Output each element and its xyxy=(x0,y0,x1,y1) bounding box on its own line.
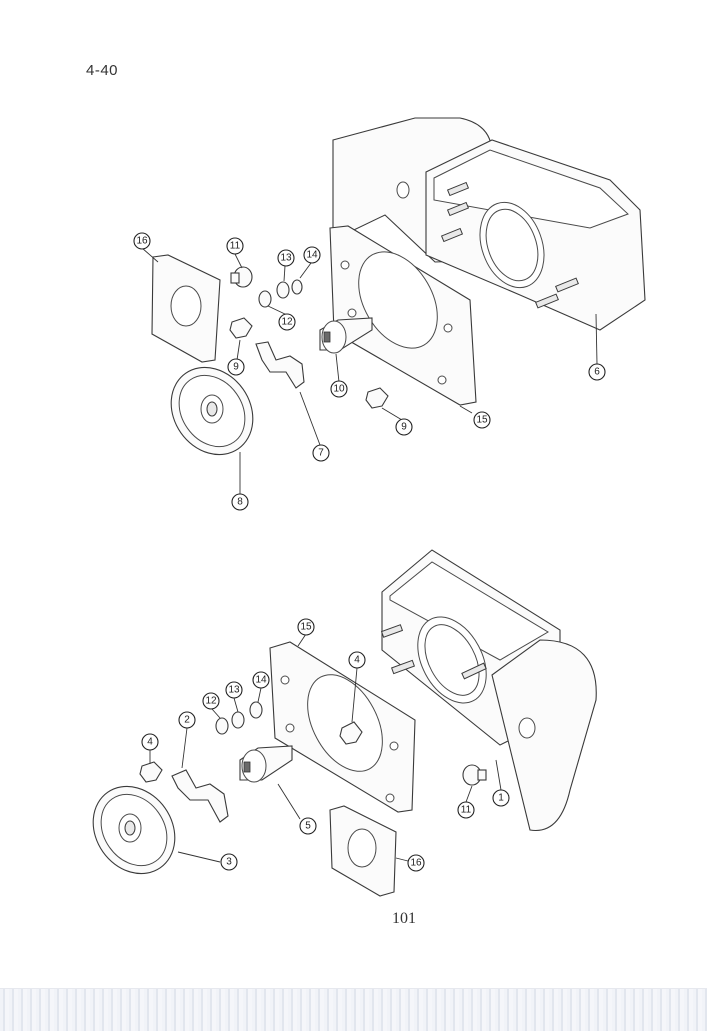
svg-text:4: 4 xyxy=(147,737,153,748)
svg-text:14: 14 xyxy=(255,675,267,686)
callout-16-lower: 16 xyxy=(407,854,425,872)
gasket-plate-upper xyxy=(329,225,477,406)
svg-text:15: 15 xyxy=(476,415,488,426)
leader-lines-upper xyxy=(141,247,598,494)
clip-9b-upper xyxy=(365,387,389,409)
clip-4b-lower xyxy=(139,761,163,783)
svg-text:12: 12 xyxy=(205,696,217,707)
bracket-spring-upper xyxy=(255,341,305,389)
upper-assembly: 16 11 13 14 12 9 10 15 6 7 8 9 xyxy=(133,117,646,511)
washer-12-lower xyxy=(215,717,229,735)
svg-text:5: 5 xyxy=(305,821,311,832)
callout-13-upper: 13 xyxy=(277,249,295,267)
callout-11-lower: 11 xyxy=(457,801,475,819)
callout-4b-lower: 4 xyxy=(141,733,159,751)
callout-6-upper: 6 xyxy=(588,363,606,381)
callout-15-upper: 15 xyxy=(473,411,491,429)
washer-14-upper xyxy=(291,279,303,295)
lower-assembly: 15 4 14 13 12 2 4 1 11 5 16 3 xyxy=(92,549,597,897)
svg-text:16: 16 xyxy=(410,858,422,869)
svg-text:12: 12 xyxy=(281,317,293,328)
callout-16-upper: 16 xyxy=(133,232,151,250)
bracket-spring-lower xyxy=(171,769,229,823)
svg-text:9: 9 xyxy=(233,362,239,373)
svg-text:1: 1 xyxy=(498,793,504,804)
svg-text:3: 3 xyxy=(226,857,232,868)
svg-text:9: 9 xyxy=(401,422,407,433)
svg-text:8: 8 xyxy=(237,497,243,508)
svg-text:16: 16 xyxy=(136,236,148,247)
leader-lines-lower xyxy=(149,633,502,863)
svg-text:10: 10 xyxy=(333,384,345,395)
lens-upper xyxy=(170,366,254,456)
callout-14-upper: 14 xyxy=(303,246,321,264)
callout-2-lower: 2 xyxy=(178,711,196,729)
section-label: 4-40 xyxy=(86,62,119,79)
callout-9b-upper: 9 xyxy=(395,418,413,436)
clip-9a-upper xyxy=(229,317,253,339)
callout-5-lower: 5 xyxy=(299,817,317,835)
svg-text:11: 11 xyxy=(461,805,472,816)
washer-13-upper xyxy=(276,281,290,299)
lamp-housing-upper xyxy=(332,117,646,331)
callout-3-lower: 3 xyxy=(220,853,238,871)
lens-lower xyxy=(92,785,176,875)
callout-7-upper: 7 xyxy=(312,444,330,462)
callout-15-lower: 15 xyxy=(297,618,315,636)
washer-12-upper xyxy=(258,290,272,308)
svg-text:13: 13 xyxy=(280,253,292,264)
bulb-socket-lower xyxy=(239,745,293,783)
svg-text:14: 14 xyxy=(306,250,318,261)
svg-text:4: 4 xyxy=(354,655,360,666)
callout-4a-lower: 4 xyxy=(348,651,366,669)
svg-text:2: 2 xyxy=(184,715,190,726)
bulb-socket-upper xyxy=(319,317,373,354)
gasket-plate-lower xyxy=(269,641,416,813)
washer-13-lower xyxy=(231,711,245,729)
callout-8-upper: 8 xyxy=(231,493,249,511)
callout-9a-upper: 9 xyxy=(227,358,245,376)
scan-edge-strip xyxy=(0,988,707,1031)
callout-14-lower: 14 xyxy=(252,671,270,689)
washer-14-lower xyxy=(249,701,263,719)
page-number: 101 xyxy=(392,910,416,927)
callout-12-upper: 12 xyxy=(278,313,296,331)
clip-4a-lower xyxy=(339,721,363,745)
svg-text:6: 6 xyxy=(594,367,600,378)
callout-1-lower: 1 xyxy=(492,789,510,807)
svg-text:11: 11 xyxy=(230,241,241,252)
callout-10-upper: 10 xyxy=(330,380,348,398)
bulb-upper xyxy=(230,266,253,288)
svg-text:13: 13 xyxy=(228,685,240,696)
callout-12-lower: 12 xyxy=(202,692,220,710)
svg-text:7: 7 xyxy=(318,448,324,459)
lamp-housing-lower xyxy=(380,549,597,832)
bulb-lower xyxy=(462,764,487,786)
callout-13-lower: 13 xyxy=(225,681,243,699)
svg-text:15: 15 xyxy=(300,622,312,633)
callout-11-upper: 11 xyxy=(226,237,244,255)
